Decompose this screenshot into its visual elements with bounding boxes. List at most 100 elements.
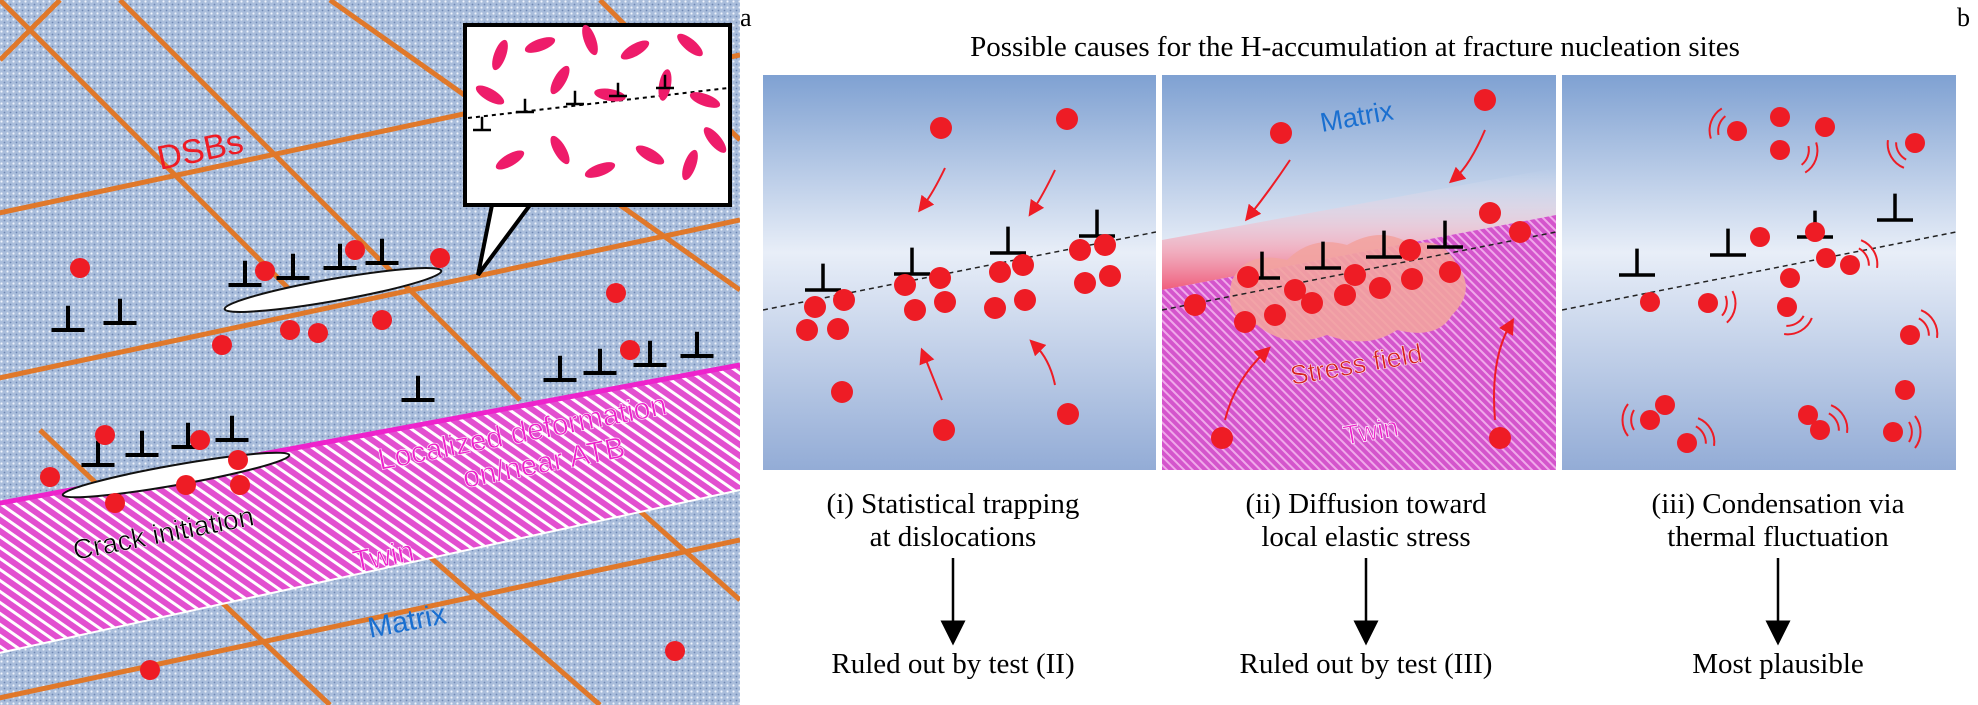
panel-b-title: Possible causes for the H-accumulation a… <box>970 31 1740 63</box>
h-atom <box>1012 254 1034 276</box>
h-atom <box>1474 89 1496 111</box>
h-atom <box>1798 405 1818 425</box>
arrows-2 <box>1224 129 1514 421</box>
dislocation-symbol <box>276 253 310 280</box>
diffusion-arrow <box>1448 129 1486 184</box>
dislocation-symbol <box>125 430 159 457</box>
h-atom <box>894 274 916 296</box>
h-atom <box>929 267 951 289</box>
h-atom <box>1640 292 1660 312</box>
h-atom <box>665 641 685 661</box>
h-atom <box>796 319 818 341</box>
h-atom <box>1014 289 1036 311</box>
dislocation-symbol <box>81 440 115 467</box>
h-atoms-2 <box>1184 89 1531 449</box>
h-ellipse <box>584 162 616 178</box>
h-atom <box>1677 433 1697 453</box>
h-ellipse <box>620 40 650 60</box>
h-atom <box>308 323 328 343</box>
h-atom <box>1301 292 1323 314</box>
h-atom <box>1237 266 1259 288</box>
dislocation-symbol <box>1305 241 1341 270</box>
h-atom <box>372 310 392 330</box>
dislocation-symbol <box>215 415 249 442</box>
h-atom <box>345 240 365 260</box>
dislocation-symbol <box>365 238 399 265</box>
h-atom <box>280 320 300 340</box>
h-atom <box>1479 202 1501 224</box>
thermal-wave <box>1708 107 1727 139</box>
h-ellipse <box>703 127 727 153</box>
h-atom <box>1069 239 1091 261</box>
twin-lower-edge <box>0 489 740 654</box>
cause-1: (i) Statistical trapping at dislocations… <box>827 488 1080 680</box>
dislocation-symbol <box>1710 228 1746 257</box>
h-atom <box>1770 107 1790 127</box>
h-atoms-3 <box>1640 107 1925 453</box>
h-atom <box>1334 284 1356 306</box>
h-atom <box>1883 422 1903 442</box>
h-atom <box>1056 108 1078 130</box>
cause-1-result: Ruled out by test (II) <box>831 648 1074 680</box>
callout-boundary <box>467 87 729 119</box>
h-ellipse <box>550 135 570 165</box>
h-ellipse <box>475 85 505 105</box>
dislocation-symbol <box>543 355 577 382</box>
h-atom <box>620 340 640 360</box>
dislocation-symbol <box>103 298 137 325</box>
cause-3-line1: (iii) Condensation via <box>1652 488 1905 520</box>
h-atom <box>984 297 1006 319</box>
h-atom <box>1094 234 1116 256</box>
dislocation-symbol <box>566 90 584 106</box>
h-atom <box>933 419 955 441</box>
h-atom <box>1805 222 1825 242</box>
h-atom <box>1905 133 1925 153</box>
h-atom <box>1369 277 1391 299</box>
h-atom <box>1810 420 1830 440</box>
thermal-wave <box>1828 404 1849 433</box>
h-atom <box>1727 121 1747 141</box>
dislocation-symbol <box>1366 230 1402 259</box>
h-atom <box>190 430 210 450</box>
h-atom <box>1074 272 1096 294</box>
h-atom <box>831 381 853 403</box>
panel-b-letter: b <box>1957 3 1970 32</box>
h-atom <box>833 289 855 311</box>
dislocation-symbol <box>516 98 534 114</box>
crack-upper <box>223 267 443 313</box>
h-atom <box>176 475 196 495</box>
thermal-wave <box>1721 290 1737 324</box>
dislocation-symbol <box>894 247 930 276</box>
h-atom <box>1640 410 1660 430</box>
h-atom <box>1489 427 1511 449</box>
twin-band <box>0 365 740 653</box>
h-atom <box>1698 293 1718 313</box>
panel-a-letter: a <box>740 3 752 32</box>
diffusion-arrow <box>1493 318 1514 421</box>
h-atom <box>430 248 450 268</box>
h-atom <box>827 318 849 340</box>
h-atom <box>1439 261 1461 283</box>
dislocation-symbol <box>1619 248 1655 277</box>
h-atom <box>1284 279 1306 301</box>
h-atom <box>904 299 926 321</box>
h-atom <box>70 258 90 278</box>
dislocations-1 <box>805 209 1115 292</box>
h-atom <box>1655 395 1675 415</box>
cause-2: (ii) Diffusion toward local elastic stre… <box>1240 488 1493 680</box>
h-atom <box>1816 248 1836 268</box>
diffusion-arrow <box>1029 339 1056 386</box>
h-atom <box>255 261 275 281</box>
inset-statistical-trapping <box>763 75 1156 470</box>
h-atom <box>1234 311 1256 333</box>
thermal-wave <box>1918 309 1939 338</box>
h-atom <box>1401 268 1423 290</box>
diffusion-arrow <box>919 347 943 401</box>
h-atom <box>1815 117 1835 137</box>
h-ellipse <box>495 150 525 170</box>
h-atom <box>1509 221 1531 243</box>
thermal-wave <box>1784 315 1813 336</box>
dislocation-symbol <box>323 243 357 270</box>
boundary-line-1 <box>763 231 1156 311</box>
inset-diffusion: Matrix Stress field Twin <box>1162 75 1556 470</box>
